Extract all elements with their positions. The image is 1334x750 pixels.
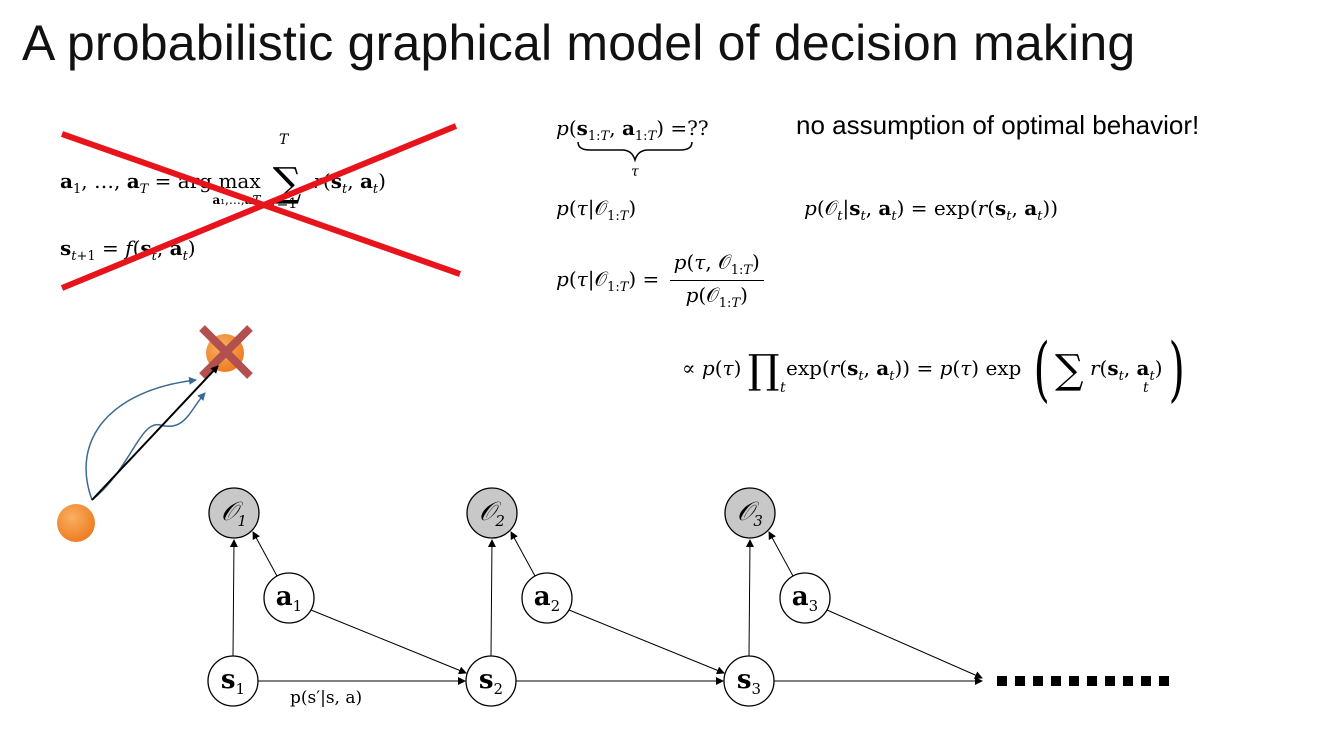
underbrace bbox=[577, 141, 693, 163]
sum-lower: t=1 bbox=[270, 196, 298, 212]
continuation-dots bbox=[997, 676, 1169, 686]
state-label-3: s3 bbox=[736, 665, 762, 698]
target-cross-stroke-2 bbox=[199, 325, 253, 379]
trajectory-straight bbox=[91, 365, 219, 501]
prod-index: t bbox=[780, 380, 786, 396]
edge-a1-o1 bbox=[252, 531, 278, 577]
posterior-expression: p(τ|𝒪1:T) bbox=[556, 196, 637, 224]
edge-a2-o2 bbox=[510, 531, 536, 577]
underbrace-tau: τ bbox=[631, 164, 639, 180]
start-ball bbox=[57, 504, 95, 542]
unknown-marker: =?? bbox=[670, 116, 709, 140]
sum-upper: T bbox=[278, 132, 289, 148]
bayes-equation: p(τ|𝒪1:T) = p(τ, 𝒪1:T) p(𝒪1:T) bbox=[556, 250, 768, 311]
trajectory-prob-equation: p(s1:T, a1:T) =?? bbox=[556, 116, 709, 144]
edge-a1-s2 bbox=[310, 609, 467, 675]
transition-prob-label: p(s′|s, a) bbox=[290, 688, 363, 708]
optimality-note: no assumption of optimal behavior! bbox=[796, 110, 1200, 140]
sum-index: t bbox=[1143, 380, 1149, 396]
target-ball bbox=[206, 334, 244, 372]
edge-a3-next bbox=[826, 609, 983, 679]
trajectory-curve-1 bbox=[85, 376, 197, 501]
action-label-1: a1 bbox=[275, 582, 303, 615]
edge-s2-o2 bbox=[487, 539, 496, 657]
trajectory-curve-2 bbox=[91, 392, 206, 501]
state-label-2: s2 bbox=[478, 665, 504, 698]
observation-label-1: 𝒪1 bbox=[221, 497, 247, 530]
dynamics-equation: st+1 = f(st, at) bbox=[60, 236, 196, 264]
action-label-3: a3 bbox=[791, 582, 819, 615]
optimality-likelihood-equation: p(𝒪t|st, at) = exp(r(st, at)) bbox=[804, 196, 1059, 224]
edge-s3-o3 bbox=[745, 539, 754, 657]
edge-s1-o1 bbox=[229, 539, 238, 657]
slide-title: A probabilistic graphical model of decis… bbox=[22, 15, 1136, 71]
proportional-equation: ∝ p(τ) ∏ exp(r(st, at)) = p(τ) exp (∑ r(… bbox=[682, 328, 1185, 410]
action-label-2: a2 bbox=[533, 582, 561, 615]
state-label-1: s1 bbox=[220, 665, 246, 698]
observation-label-2: 𝒪2 bbox=[479, 497, 505, 530]
edge-a2-s3 bbox=[568, 609, 725, 675]
observation-label-3: 𝒪3 bbox=[737, 497, 763, 530]
edge-a3-o3 bbox=[768, 531, 794, 577]
target-cross-stroke-1 bbox=[199, 325, 253, 379]
